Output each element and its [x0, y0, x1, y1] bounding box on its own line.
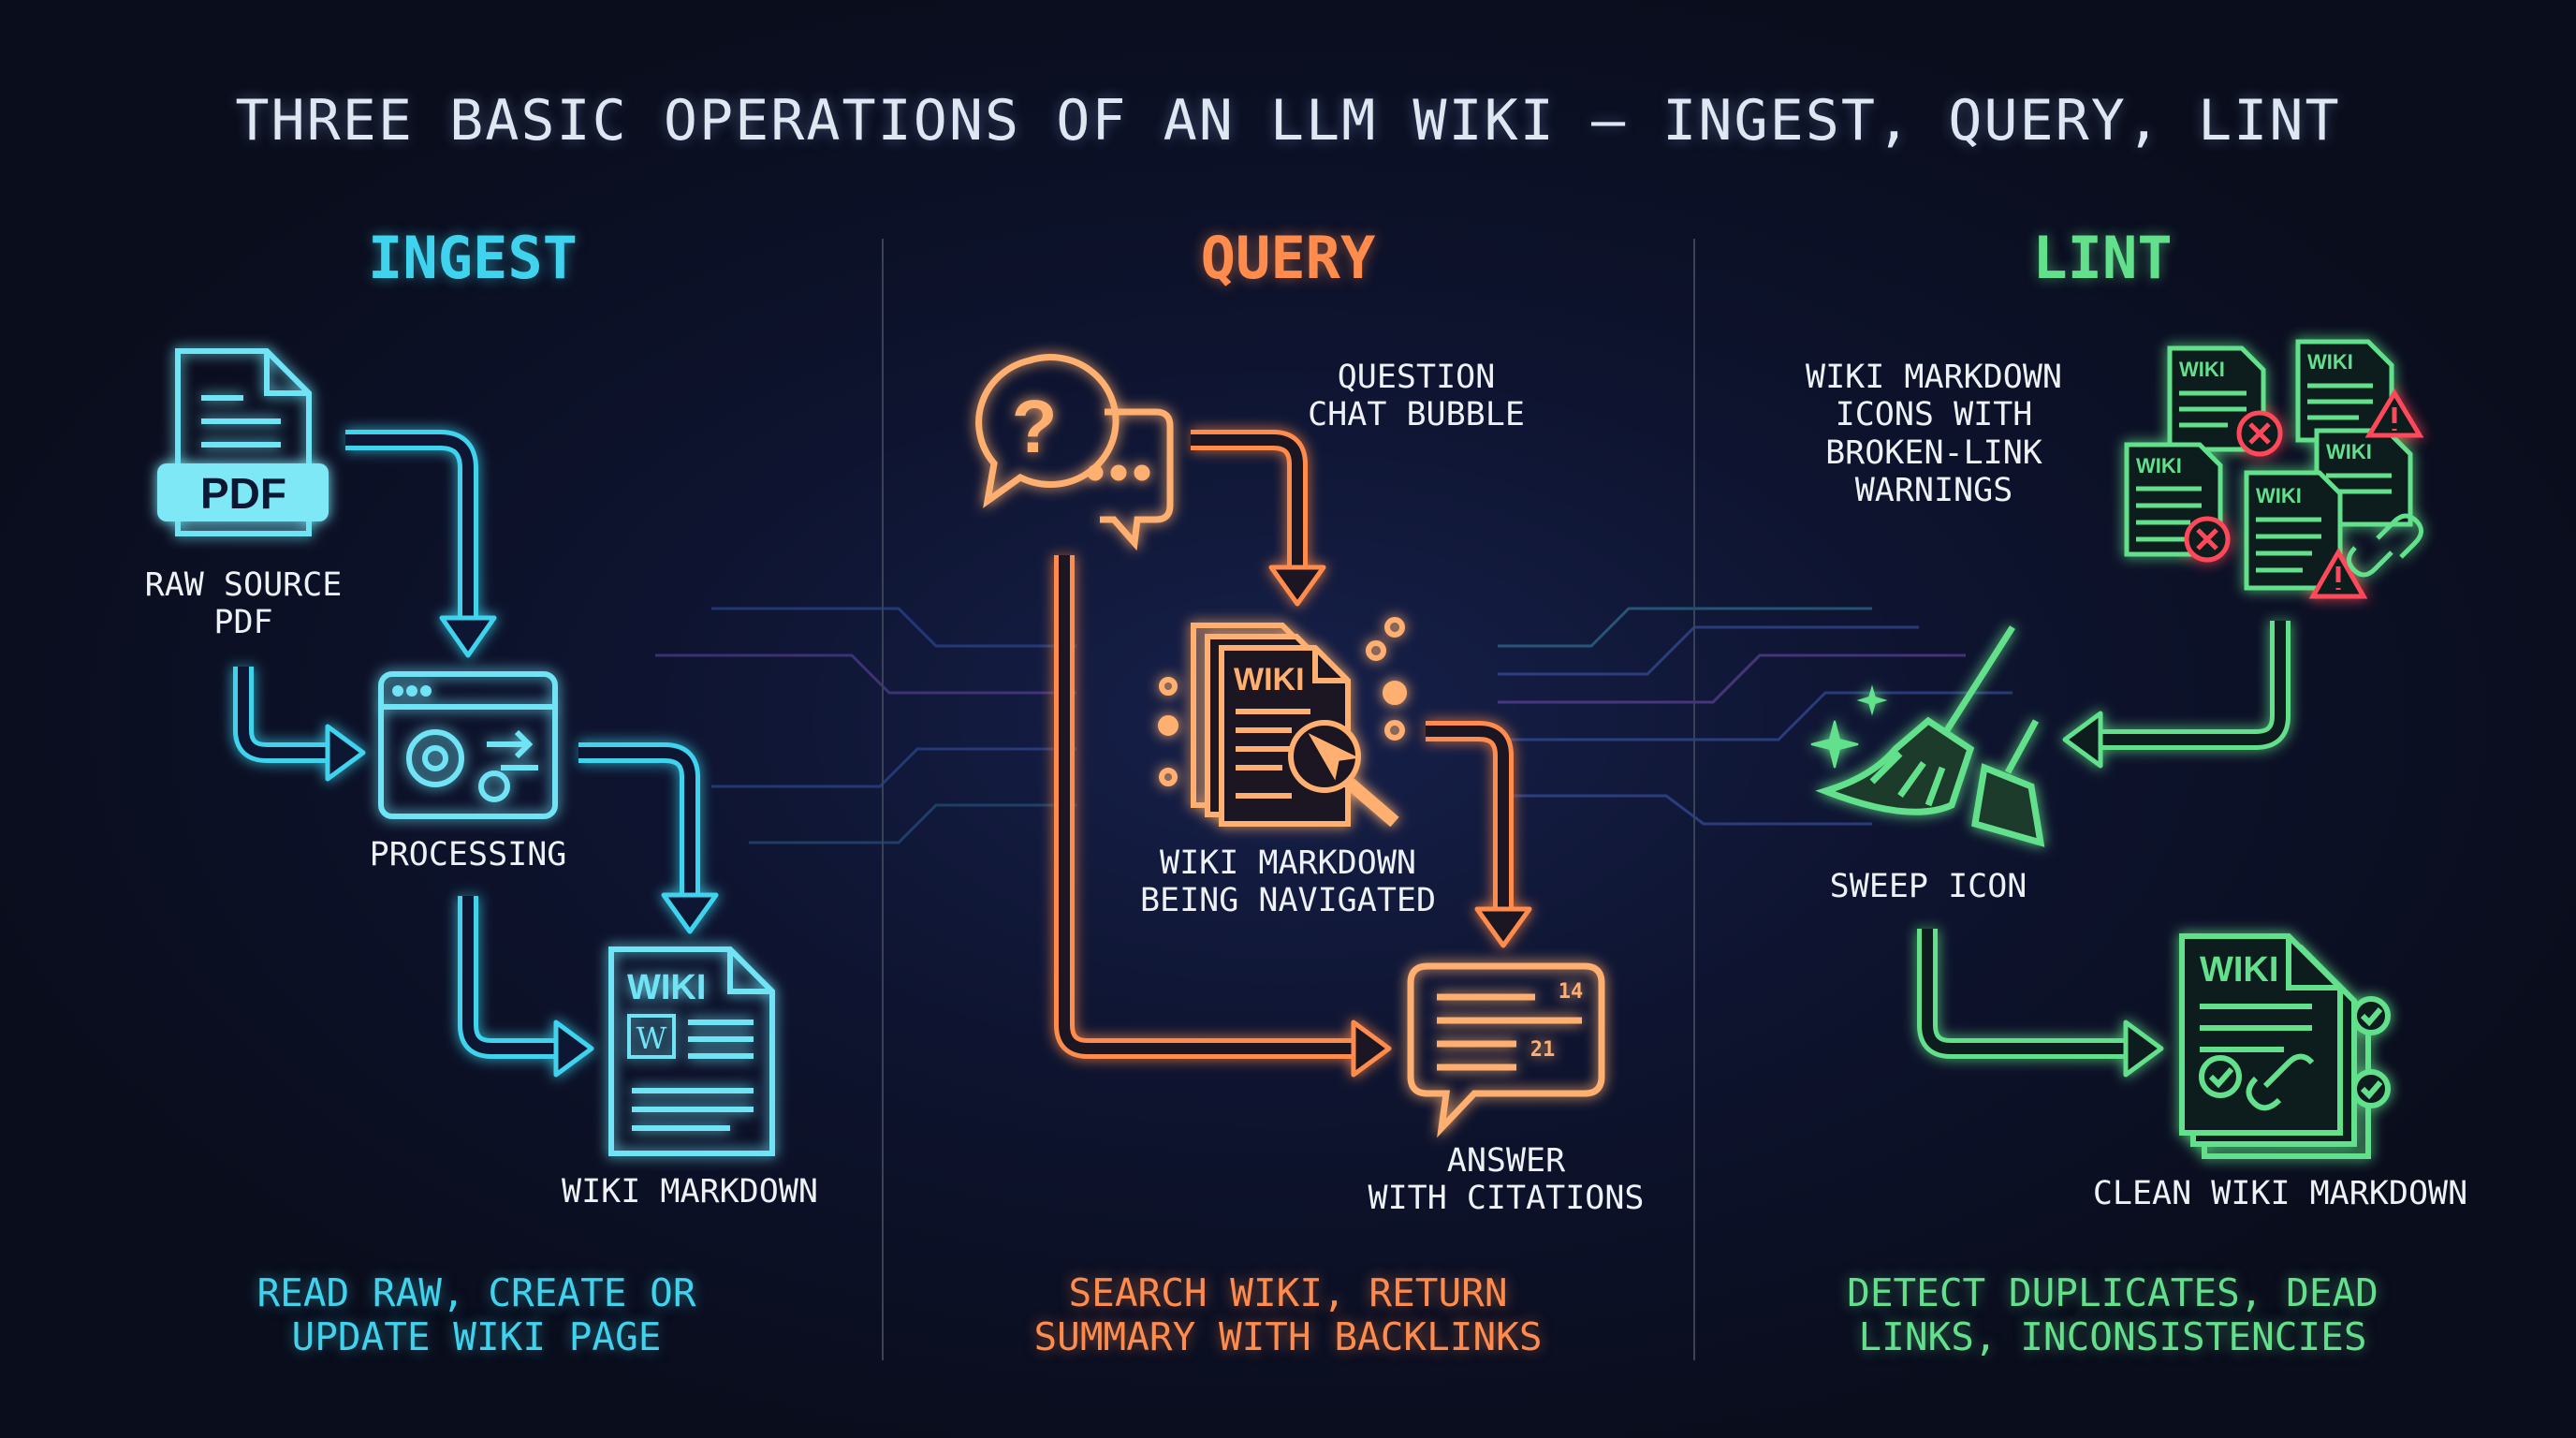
sweep-broom-icon [1810, 625, 2045, 847]
warning-triangle-icon [2308, 547, 2368, 599]
lint-caption: DETECT DUPLICATES, DEAD LINKS, INCONSIST… [1847, 1270, 2378, 1360]
wiki-badge-text: WIKI [2200, 950, 2278, 990]
broken-link-icon [2347, 513, 2423, 578]
arrow-processing-to-wiki [578, 742, 719, 934]
circuit-traces [655, 607, 2012, 844]
arrow-processing-down-to-wiki [458, 896, 594, 1078]
svg-text:WIKI: WIKI [2179, 358, 2225, 381]
svg-text:WIKI: WIKI [2136, 454, 2182, 477]
wiki-markdown-label: WIKI MARKDOWN [562, 1173, 818, 1211]
navigated-label: WIKI MARKDOWN BEING NAVIGATED [1139, 844, 1437, 920]
pdf-badge-text: PDF [200, 469, 286, 518]
wiki-markdown-icon: WIKI W [608, 946, 775, 1156]
wiki-stack-search-icon: WIKI [1158, 617, 1407, 828]
raw-source-label: RAW SOURCE PDF [144, 566, 343, 642]
question-chat-bubble-icon: ? [975, 354, 1174, 551]
broken-link-warning-docs-icon: WIKI WIKI WIKI WIKI WIKI [2124, 339, 2424, 599]
lint-header: LINT [2032, 224, 2173, 292]
arrow-question-to-wiki [1191, 430, 1326, 607]
error-x-icon [2236, 410, 2283, 457]
clean-wiki-markdown-icon: WIKI [2179, 933, 2391, 1159]
error-x-icon [2184, 516, 2231, 563]
citation-number: 21 [1530, 1038, 1556, 1062]
arrow-pdf-to-processing [345, 430, 497, 658]
wiki-badge-text: WIKI [1234, 662, 1305, 697]
page-title: THREE BASIC OPERATIONS OF AN LLM WIKI — … [235, 88, 2341, 154]
wiki-doc-icon: WIKI [2244, 470, 2343, 591]
ingest-arrows [233, 430, 719, 1078]
query-caption: SEARCH WIKI, RETURN SUMMARY WITH BACKLIN… [1033, 1270, 1543, 1360]
warning-triangle-icon [2364, 389, 2424, 438]
arrow-warnings-to-sweep [2062, 621, 2291, 769]
processing-gear-icon [378, 671, 558, 819]
svg-text:WIKI: WIKI [2256, 484, 2302, 507]
lint-arrows [1917, 621, 2291, 1078]
arrow-raw-to-processing [233, 667, 366, 782]
arrow-wiki-to-answer [1426, 721, 1532, 948]
svg-text:WIKI: WIKI [2326, 440, 2372, 463]
question-label: QUESTION CHAT BUBBLE [1308, 359, 1525, 434]
divider-ingest-query [882, 239, 884, 1360]
answer-label: ANSWER WITH CITATIONS [1368, 1142, 1645, 1218]
arrow-sweep-to-clean [1917, 929, 2164, 1078]
divider-query-lint [1693, 239, 1695, 1360]
query-header: QUERY [1200, 224, 1376, 292]
clean-wiki-label: CLEAN WIKI MARKDOWN [2092, 1175, 2468, 1212]
ingest-header: INGEST [368, 224, 578, 292]
processing-label: PROCESSING [369, 836, 567, 873]
warnings-label: WIKI MARKDOWN ICONS WITH BROKEN-LINK WAR… [1806, 359, 2062, 509]
query-arrows [1054, 430, 1532, 1078]
pdf-document-icon: PDF [157, 348, 329, 536]
svg-text:?: ? [1012, 385, 1058, 468]
arrow-question-direct-to-answer [1054, 555, 1392, 1078]
citation-number: 14 [1559, 980, 1584, 1004]
wiki-badge-text: WIKI [627, 968, 706, 1007]
svg-text:WIKI: WIKI [2307, 350, 2353, 374]
svg-text:W: W [637, 1020, 667, 1056]
ingest-caption: READ RAW, CREATE OR UPDATE WIKI PAGE [256, 1270, 696, 1360]
sweep-label: SWEEP ICON [1829, 868, 2027, 905]
answer-with-citations-icon: 14 21 [1407, 962, 1605, 1138]
